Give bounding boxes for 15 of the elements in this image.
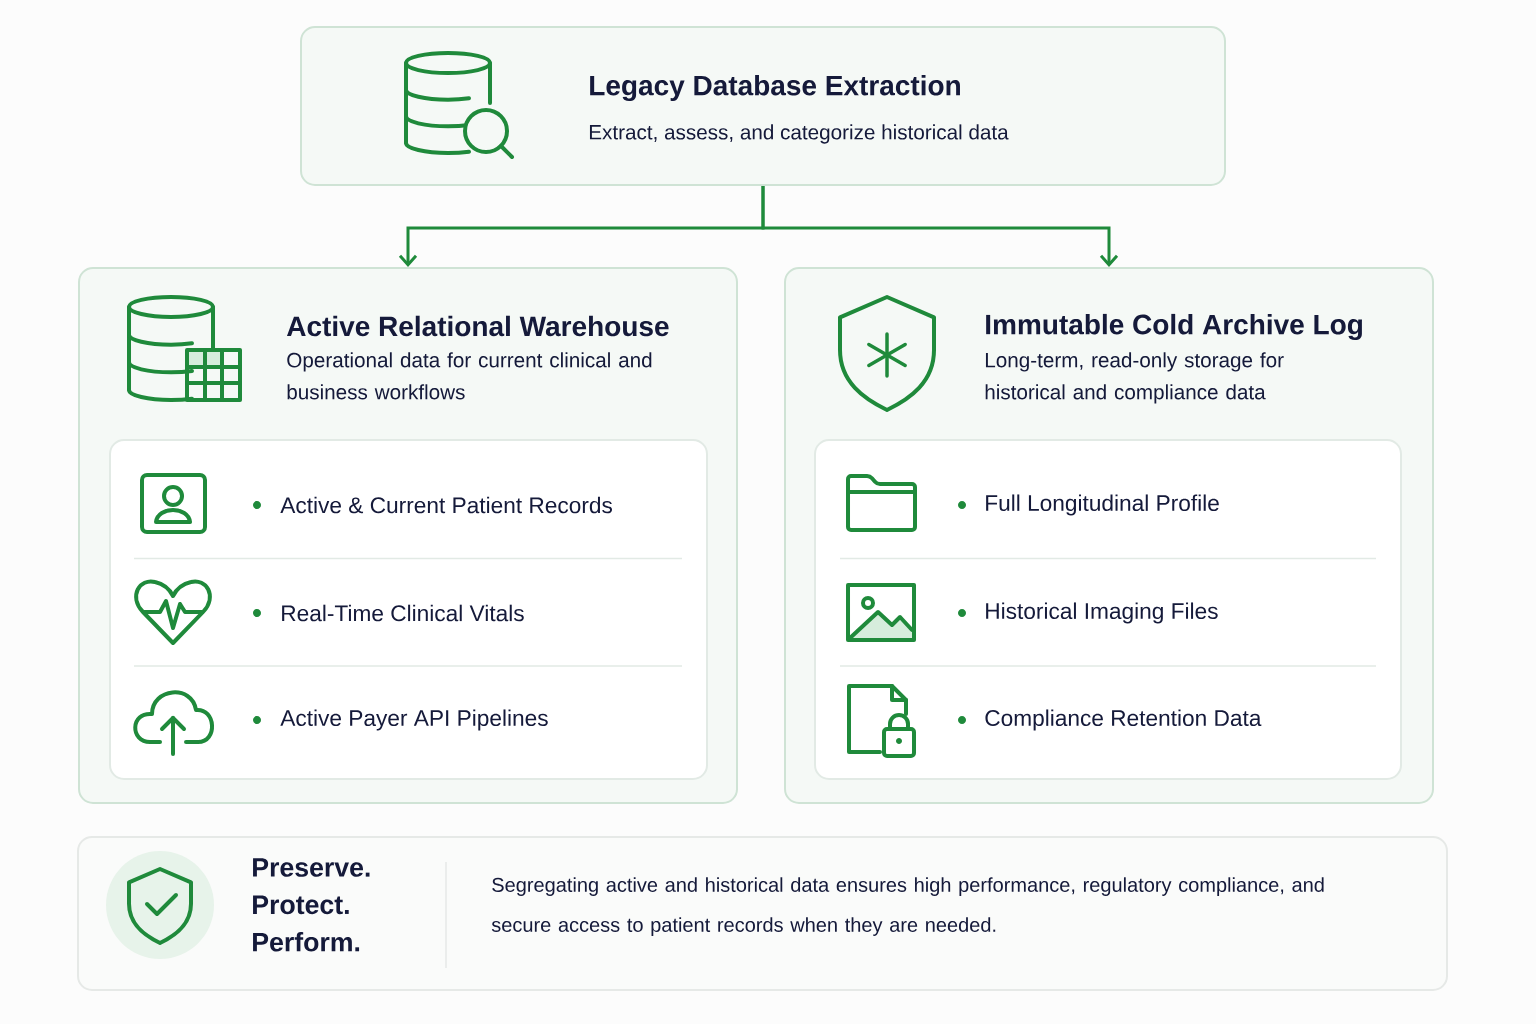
list-item: Historical Imaging Files [986, 602, 1218, 624]
subheading: Extract, assess, and categorize historical data [589, 124, 1009, 144]
summary-text: Segregating active and historical data ensures high performance, regulatory compliance, and secure access to patient records when they are needed. [491, 877, 1324, 936]
panel-description: Operational data for current clinical and business workflows [287, 352, 652, 400]
heading: Legacy Database Extraction [590, 74, 960, 102]
list-item: Active Payer API Pipelines [280, 709, 548, 731]
list-item: Real-Time Clinical Vitals [282, 604, 524, 622]
list-item: Active & Current Patient Records [280, 496, 612, 514]
motto: Preserve. Protect. Perform. [253, 858, 370, 952]
arrow [761, 186, 1119, 267]
panel-description: Long-term, read-only storage for historical and compliance data [985, 352, 1284, 404]
list-item: Compliance Retention Data [985, 709, 1262, 731]
panel-title: Immutable Cold Archive Log [986, 313, 1362, 341]
list-item: Full Longitudinal Profile [986, 494, 1219, 516]
panel-title: Active Relational Warehouse [286, 315, 669, 337]
